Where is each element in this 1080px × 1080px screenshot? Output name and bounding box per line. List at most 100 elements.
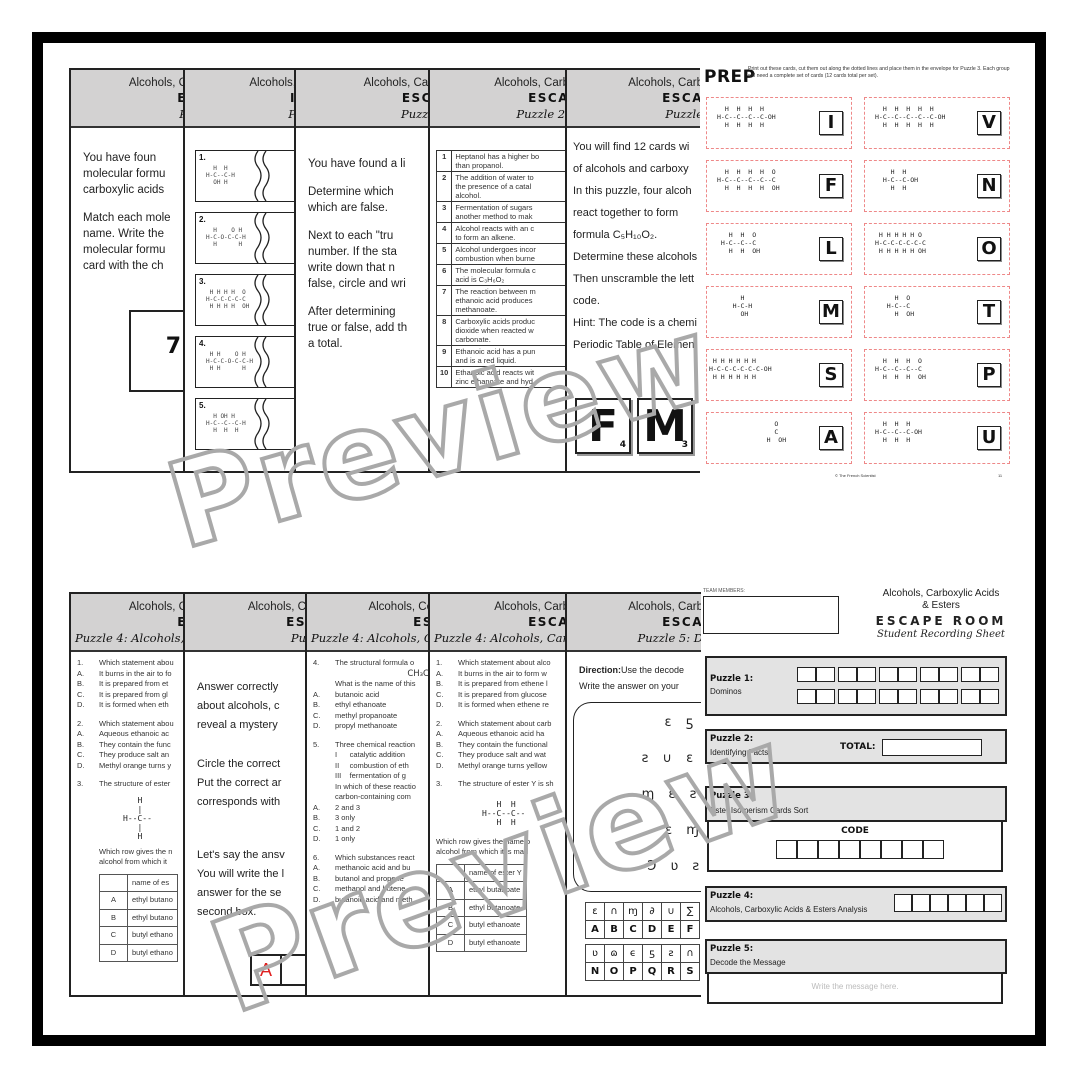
- answer-box: 7: [129, 310, 187, 392]
- text-line: After determining: [308, 306, 396, 318]
- instructions: You will find 12 cards wi of alcohols an…: [567, 128, 703, 356]
- wave-divider-icon: [254, 275, 270, 325]
- domino-number: 5.: [199, 401, 206, 410]
- team-members-label: TEAM MEMBERS:: [703, 588, 745, 594]
- header-series: Alcohols,: [249, 77, 296, 89]
- text-line: carboxylic acids: [83, 184, 165, 196]
- total-label: TOTAL:: [840, 742, 876, 752]
- analysis-answer-boxes[interactable]: [894, 894, 1002, 912]
- header-escape: I: [185, 90, 296, 106]
- message-placeholder: Write the message here.: [811, 982, 899, 991]
- card-letter: V: [977, 111, 1001, 135]
- text-line: You have found a li: [308, 158, 406, 170]
- wave-divider-icon: [254, 337, 270, 387]
- header-puzzle: Puzzle 4: Alcohols,: [75, 631, 185, 645]
- card-letter: I: [819, 111, 843, 135]
- structural-formula: H H H H H H H-C-C-C-C-C-C-OH H H H H H H: [709, 357, 772, 381]
- fact-number: 1: [435, 150, 453, 172]
- direction-text: Direction:Use the decode Write the answe…: [579, 665, 685, 691]
- header-puzzle: Puzzle: [665, 107, 703, 121]
- structural-formula: H H H H O H-C-C-C-C-C H H H H OH: [206, 289, 250, 310]
- header-series: Alcohols, Carb: [494, 77, 569, 89]
- text-line: molecular formu: [83, 244, 166, 256]
- header-escape: ES: [286, 615, 306, 629]
- page-header: Alcohols, Carb ESCA Puzzle 4: Alcohols, …: [430, 594, 569, 652]
- dominos-answer-boxes[interactable]: [797, 689, 1002, 704]
- isomer-card: H H H H H H H-C-C-C-C-C-C-OH H H H H H H…: [706, 349, 852, 401]
- prep-description: Print out these cards, cut them out alon…: [748, 66, 1010, 79]
- structural-formula: H H O H-C--C--C H H OH: [720, 231, 761, 255]
- header-series: Alcohols, Co: [368, 601, 433, 613]
- question-list: 1.Which statement about alco A.It burns …: [430, 652, 569, 952]
- card-letter: M: [819, 300, 843, 324]
- header-puzzle: P: [288, 107, 296, 121]
- structural-formula: H OH H H-C--C--C-H H H H: [206, 413, 246, 434]
- header-escape: E: [71, 90, 187, 106]
- domino-number: 3.: [199, 277, 206, 286]
- page-header: Alcohols, C ES Pu: [185, 594, 306, 652]
- cipher-message-box: ɛ ƽ ɱ ƨ ∪ ɛ ɱ ɱ ɛ ƨ ∩ ɛ ɱ ɜ Ↄ ʋ ƨ ∂: [573, 702, 703, 892]
- header-puzzle: Puzzle 4: Alcohols, C: [311, 631, 433, 645]
- page-header: Alcohols, Co ES Puzzle 4: Alcohols, C: [307, 594, 433, 652]
- domino-number: 2.: [199, 215, 206, 224]
- structural-formula: H H H O H-C--C--C--C H H H OH: [875, 357, 926, 381]
- puzzle-name: Puzzle 1:: [710, 674, 754, 684]
- header-puzzle: Puzzle 2:: [516, 107, 569, 121]
- tile-letter: F: [587, 401, 619, 452]
- structural-formula: H H H H H O H-C-C-C-C-C-C H H H H H OH: [875, 231, 926, 255]
- header-escape: ES: [413, 615, 433, 629]
- total-field[interactable]: [882, 739, 982, 756]
- header-series: Alcohols, Carb: [494, 601, 569, 613]
- cipher-line: ɱ ɛ ƨ ∩: [641, 787, 703, 802]
- code-answer-boxes[interactable]: [776, 840, 944, 859]
- text-line: false, circle and wri: [308, 278, 406, 290]
- card-letter: N: [977, 174, 1001, 198]
- dominos-answer-boxes[interactable]: [797, 667, 1002, 682]
- puzzle-desc: Ester Isomerism Cards Sort: [710, 806, 809, 815]
- example-answer-box: A: [250, 954, 306, 986]
- puzzle-desc: Alcohols, Carboxylic Acids & Esters Anal…: [710, 905, 868, 914]
- domino-number: 4.: [199, 339, 206, 348]
- structural-formula: H H H H O H-C--C--C--C--C H H H H OH: [717, 168, 780, 192]
- text-line: write down that n: [308, 262, 395, 274]
- header-puzzle: P: [71, 106, 187, 122]
- card-letter: O: [977, 237, 1001, 261]
- structural-formula: H O H H-C-O-C-C-H H H: [206, 227, 246, 248]
- header-puzzle: Puzzl: [401, 107, 432, 121]
- puzzle2-section: Puzzle 2: Identifying Facts TOTAL:: [705, 729, 1007, 764]
- text-line: Periodic Table of Elemen: [573, 339, 695, 351]
- fact-number: 10: [435, 366, 453, 388]
- header-series: Alcohols, Car: [363, 77, 432, 89]
- header-series: Alcohols, C: [247, 601, 306, 613]
- text-line: of alcohols and carboxy: [573, 163, 689, 175]
- cipher-line: ɛ ƽ ɱ: [664, 715, 703, 730]
- page-puzzle3-intro: Alcohols, Carb ESCA Puzzle You will find…: [565, 68, 705, 473]
- tile-letter: M: [643, 401, 687, 452]
- team-members-field[interactable]: [703, 596, 839, 634]
- page-puzzle4-questions-c: Alcohols, Carb ESCA Puzzle 4: Alcohols, …: [428, 592, 571, 997]
- message-field[interactable]: Write the message here.: [707, 974, 1003, 1004]
- text-line: which are false.: [308, 202, 388, 214]
- header-escape: ESC: [401, 91, 432, 105]
